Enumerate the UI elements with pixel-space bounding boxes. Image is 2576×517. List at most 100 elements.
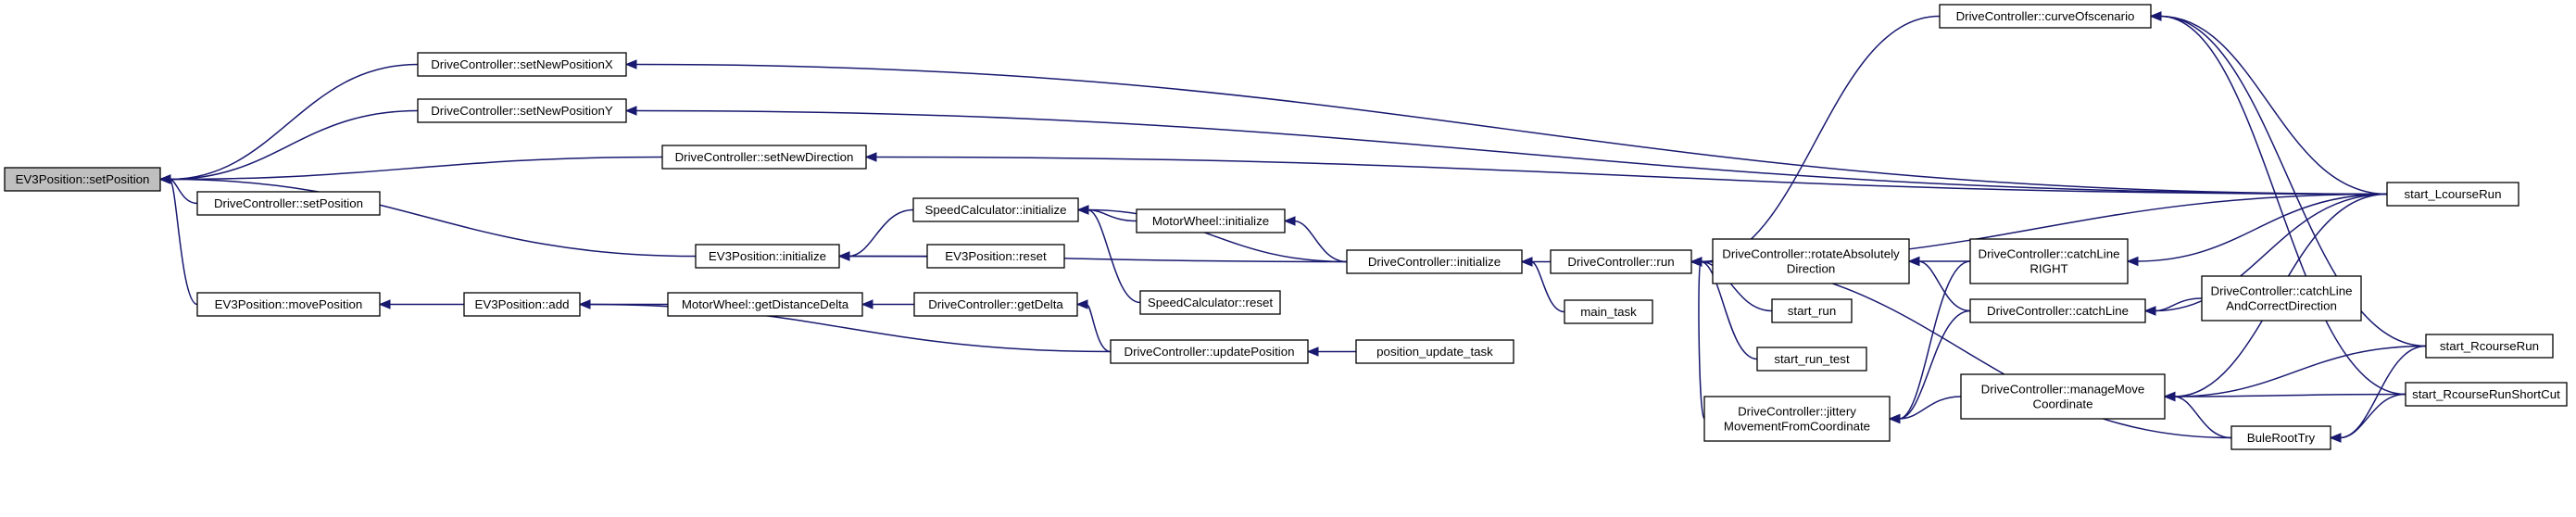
node-box: [1110, 339, 1309, 364]
node-label: DriveController::setNewPositionX: [431, 57, 613, 71]
node-dc_catchLineAndCorrect[interactable]: DriveController::catchLineAndCorrectDire…: [2201, 275, 2362, 322]
node-setNewPositionX[interactable]: DriveController::setNewPositionX: [417, 52, 627, 77]
edge-layer: [158, 11, 2427, 443]
edge-line: [2173, 345, 2427, 397]
arrow-head: [1888, 413, 1901, 424]
arrow-head: [1907, 256, 1920, 267]
node-start_run[interactable]: start_run: [1771, 298, 1853, 323]
node-box: [417, 98, 627, 123]
edge-start_LcourseRun-to-dc_curveOfscenario: [2149, 11, 2388, 195]
node-box: [1771, 298, 1853, 323]
node-label: DriveController::jittery: [1738, 405, 1856, 419]
edge-line: [2159, 15, 2427, 347]
edge-line: [1087, 208, 1348, 263]
edge-line: [874, 156, 2388, 195]
edge-line: [169, 109, 419, 181]
node-box: [1939, 4, 2152, 29]
node-setPosition_ev3[interactable]: EV3Position::setPosition: [4, 167, 161, 192]
node-dc_jittery[interactable]: DriveController::jitteryMovementFromCoor…: [1703, 396, 1891, 442]
node-dc_setPosition[interactable]: DriveController::setPosition: [196, 191, 381, 216]
edge-line: [1898, 260, 1971, 420]
arrow-head: [2329, 433, 2342, 443]
node-setNewDirection[interactable]: DriveController::setNewDirection: [661, 145, 867, 170]
edge-start_LcourseRun-to-setNewPositionY: [624, 106, 2388, 195]
node-dc_catchLine[interactable]: DriveController::catchLine: [1969, 298, 2146, 323]
edge-start_RcourseRunShortCut-to-buleRootTry: [2329, 393, 2406, 443]
node-buleRootTry[interactable]: BuleRootTry: [2230, 425, 2331, 450]
edge-line: [635, 109, 2388, 195]
arrow-head: [837, 251, 850, 261]
edge-start_RcourseRun-to-dc_manageMove: [2163, 345, 2427, 402]
node-label: main_task: [1580, 305, 1637, 319]
edge-line: [635, 63, 2388, 195]
edge-setNewPositionX-to-setPosition_ev3: [158, 63, 419, 184]
node-label: EV3Position::add: [474, 297, 569, 311]
edge-start_LcourseRun-to-dc_catchLineRIGHT: [2126, 193, 2388, 267]
arrow-head: [1306, 347, 1319, 357]
edge-buleRootTry-to-dc_manageMove: [2163, 391, 2232, 439]
node-ev3_reset[interactable]: EV3Position::reset: [926, 244, 1065, 269]
edge-line: [2159, 15, 2406, 396]
edge-dc_curveOfscenario-to-dc_run: [1690, 15, 1941, 267]
edge-position_update_task-to-dc_updatePosition: [1306, 347, 1356, 357]
node-label: RIGHT: [2029, 262, 2067, 276]
edge-setNewDirection-to-setPosition_ev3: [158, 156, 663, 184]
node-box: [695, 244, 840, 269]
edge-line: [169, 178, 198, 306]
edge-line: [169, 156, 663, 181]
node-main_task[interactable]: main_task: [1564, 299, 1653, 324]
node-ev3_add[interactable]: EV3Position::add: [463, 292, 581, 317]
node-label: MotorWheel::initialize: [1152, 214, 1269, 228]
node-mw_getDistanceDelta[interactable]: MotorWheel::getDistanceDelta: [667, 292, 863, 317]
node-start_LcourseRun[interactable]: start_LcourseRun: [2386, 182, 2519, 207]
node-label: EV3Position::reset: [945, 249, 1047, 263]
node-sc_initialize[interactable]: SpeedCalculator::initialize: [912, 197, 1079, 222]
edge-ev3_movePosition-to-setPosition_ev3: [158, 174, 198, 306]
edge-line: [1293, 220, 1348, 263]
node-dc_getDelta[interactable]: DriveController::getDelta: [913, 292, 1078, 317]
node-label: DriveController::catchLine: [2211, 284, 2353, 298]
node-label: DriveController::manageMove: [1981, 383, 2145, 397]
edge-line: [1530, 260, 1565, 313]
arrow-head: [1076, 205, 1089, 215]
arrow-head: [2126, 256, 2139, 267]
arrow-head: [864, 152, 877, 162]
node-box: [1550, 249, 1692, 274]
arrow-head: [1690, 257, 1703, 267]
node-dc_curveOfscenario[interactable]: DriveController::curveOfscenario: [1939, 4, 2152, 29]
node-setNewPositionY[interactable]: DriveController::setNewPositionY: [417, 98, 627, 123]
edge-dc_manageMove-to-dc_jittery: [1888, 396, 1962, 424]
node-box: [661, 145, 867, 170]
node-label: DriveController::catchLine: [1987, 304, 2129, 318]
node-sc_reset[interactable]: SpeedCalculator::reset: [1139, 290, 1281, 315]
arrow-head: [861, 299, 873, 309]
node-label: EV3Position::setPosition: [16, 172, 150, 186]
node-box: [913, 292, 1078, 317]
node-start_run_test[interactable]: start_run_test: [1756, 347, 1867, 372]
node-label: start_LcourseRun: [2405, 187, 2502, 201]
edge-line: [1086, 303, 1112, 353]
edge-dc_initialize-to-sc_initialize: [1076, 205, 1348, 263]
node-ev3_initialize[interactable]: EV3Position::initialize: [695, 244, 840, 269]
edge-line: [169, 178, 697, 258]
node-box: [1136, 208, 1286, 233]
node-box: [196, 191, 381, 216]
node-box: [417, 52, 627, 77]
edge-dc_initialize-to-mw_initialize: [1283, 216, 1348, 263]
node-box: [1564, 299, 1653, 324]
node-box: [926, 244, 1065, 269]
node-dc_initialize[interactable]: DriveController::initialize: [1346, 249, 1523, 274]
node-box: [2201, 275, 2362, 322]
node-start_RcourseRunShortCut[interactable]: start_RcourseRunShortCut: [2405, 382, 2568, 407]
node-ev3_movePosition[interactable]: EV3Position::movePosition: [196, 292, 381, 317]
node-mw_initialize[interactable]: MotorWheel::initialize: [1136, 208, 1286, 233]
node-label: EV3Position::movePosition: [215, 297, 363, 311]
node-start_RcourseRun[interactable]: start_RcourseRun: [2425, 334, 2554, 359]
node-dc_run[interactable]: DriveController::run: [1550, 249, 1692, 274]
node-dc_updatePosition[interactable]: DriveController::updatePosition: [1110, 339, 1309, 364]
edge-line: [848, 255, 1348, 263]
node-dc_rotateAbsolutely[interactable]: DriveController::rotateAbsolutelyDirecti…: [1712, 238, 1910, 284]
node-position_update_task[interactable]: position_update_task: [1355, 339, 1514, 364]
